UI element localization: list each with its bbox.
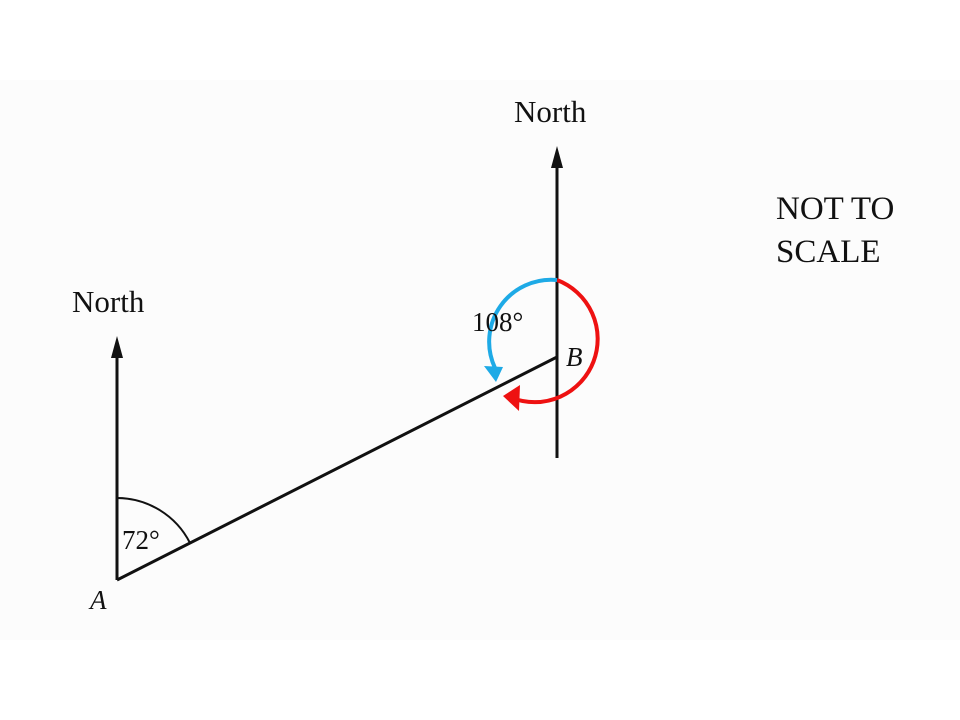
north-label-a: North: [72, 284, 145, 319]
north-arrowhead-a: [111, 336, 123, 358]
reflex-angle-arc-b: [511, 278, 600, 405]
point-label-a: A: [90, 585, 107, 615]
angle-arc-a: [116, 497, 191, 544]
diagram-panel: [0, 80, 960, 640]
blue-arrowhead-icon: [484, 366, 503, 382]
angle-label-b: 108°: [472, 307, 524, 337]
north-arrowhead-b: [551, 146, 563, 168]
angle-arc-b: [487, 277, 558, 369]
not-to-scale-note: NOT TO SCALE: [776, 188, 894, 274]
point-label-b: B: [566, 342, 583, 372]
north-label-b: North: [514, 94, 587, 129]
line-ab: [116, 355, 558, 582]
note-line-2: SCALE: [776, 233, 881, 270]
note-line-1: NOT TO: [776, 191, 895, 227]
red-arrowhead-icon: [503, 385, 520, 411]
angle-label-a: 72°: [122, 525, 160, 555]
